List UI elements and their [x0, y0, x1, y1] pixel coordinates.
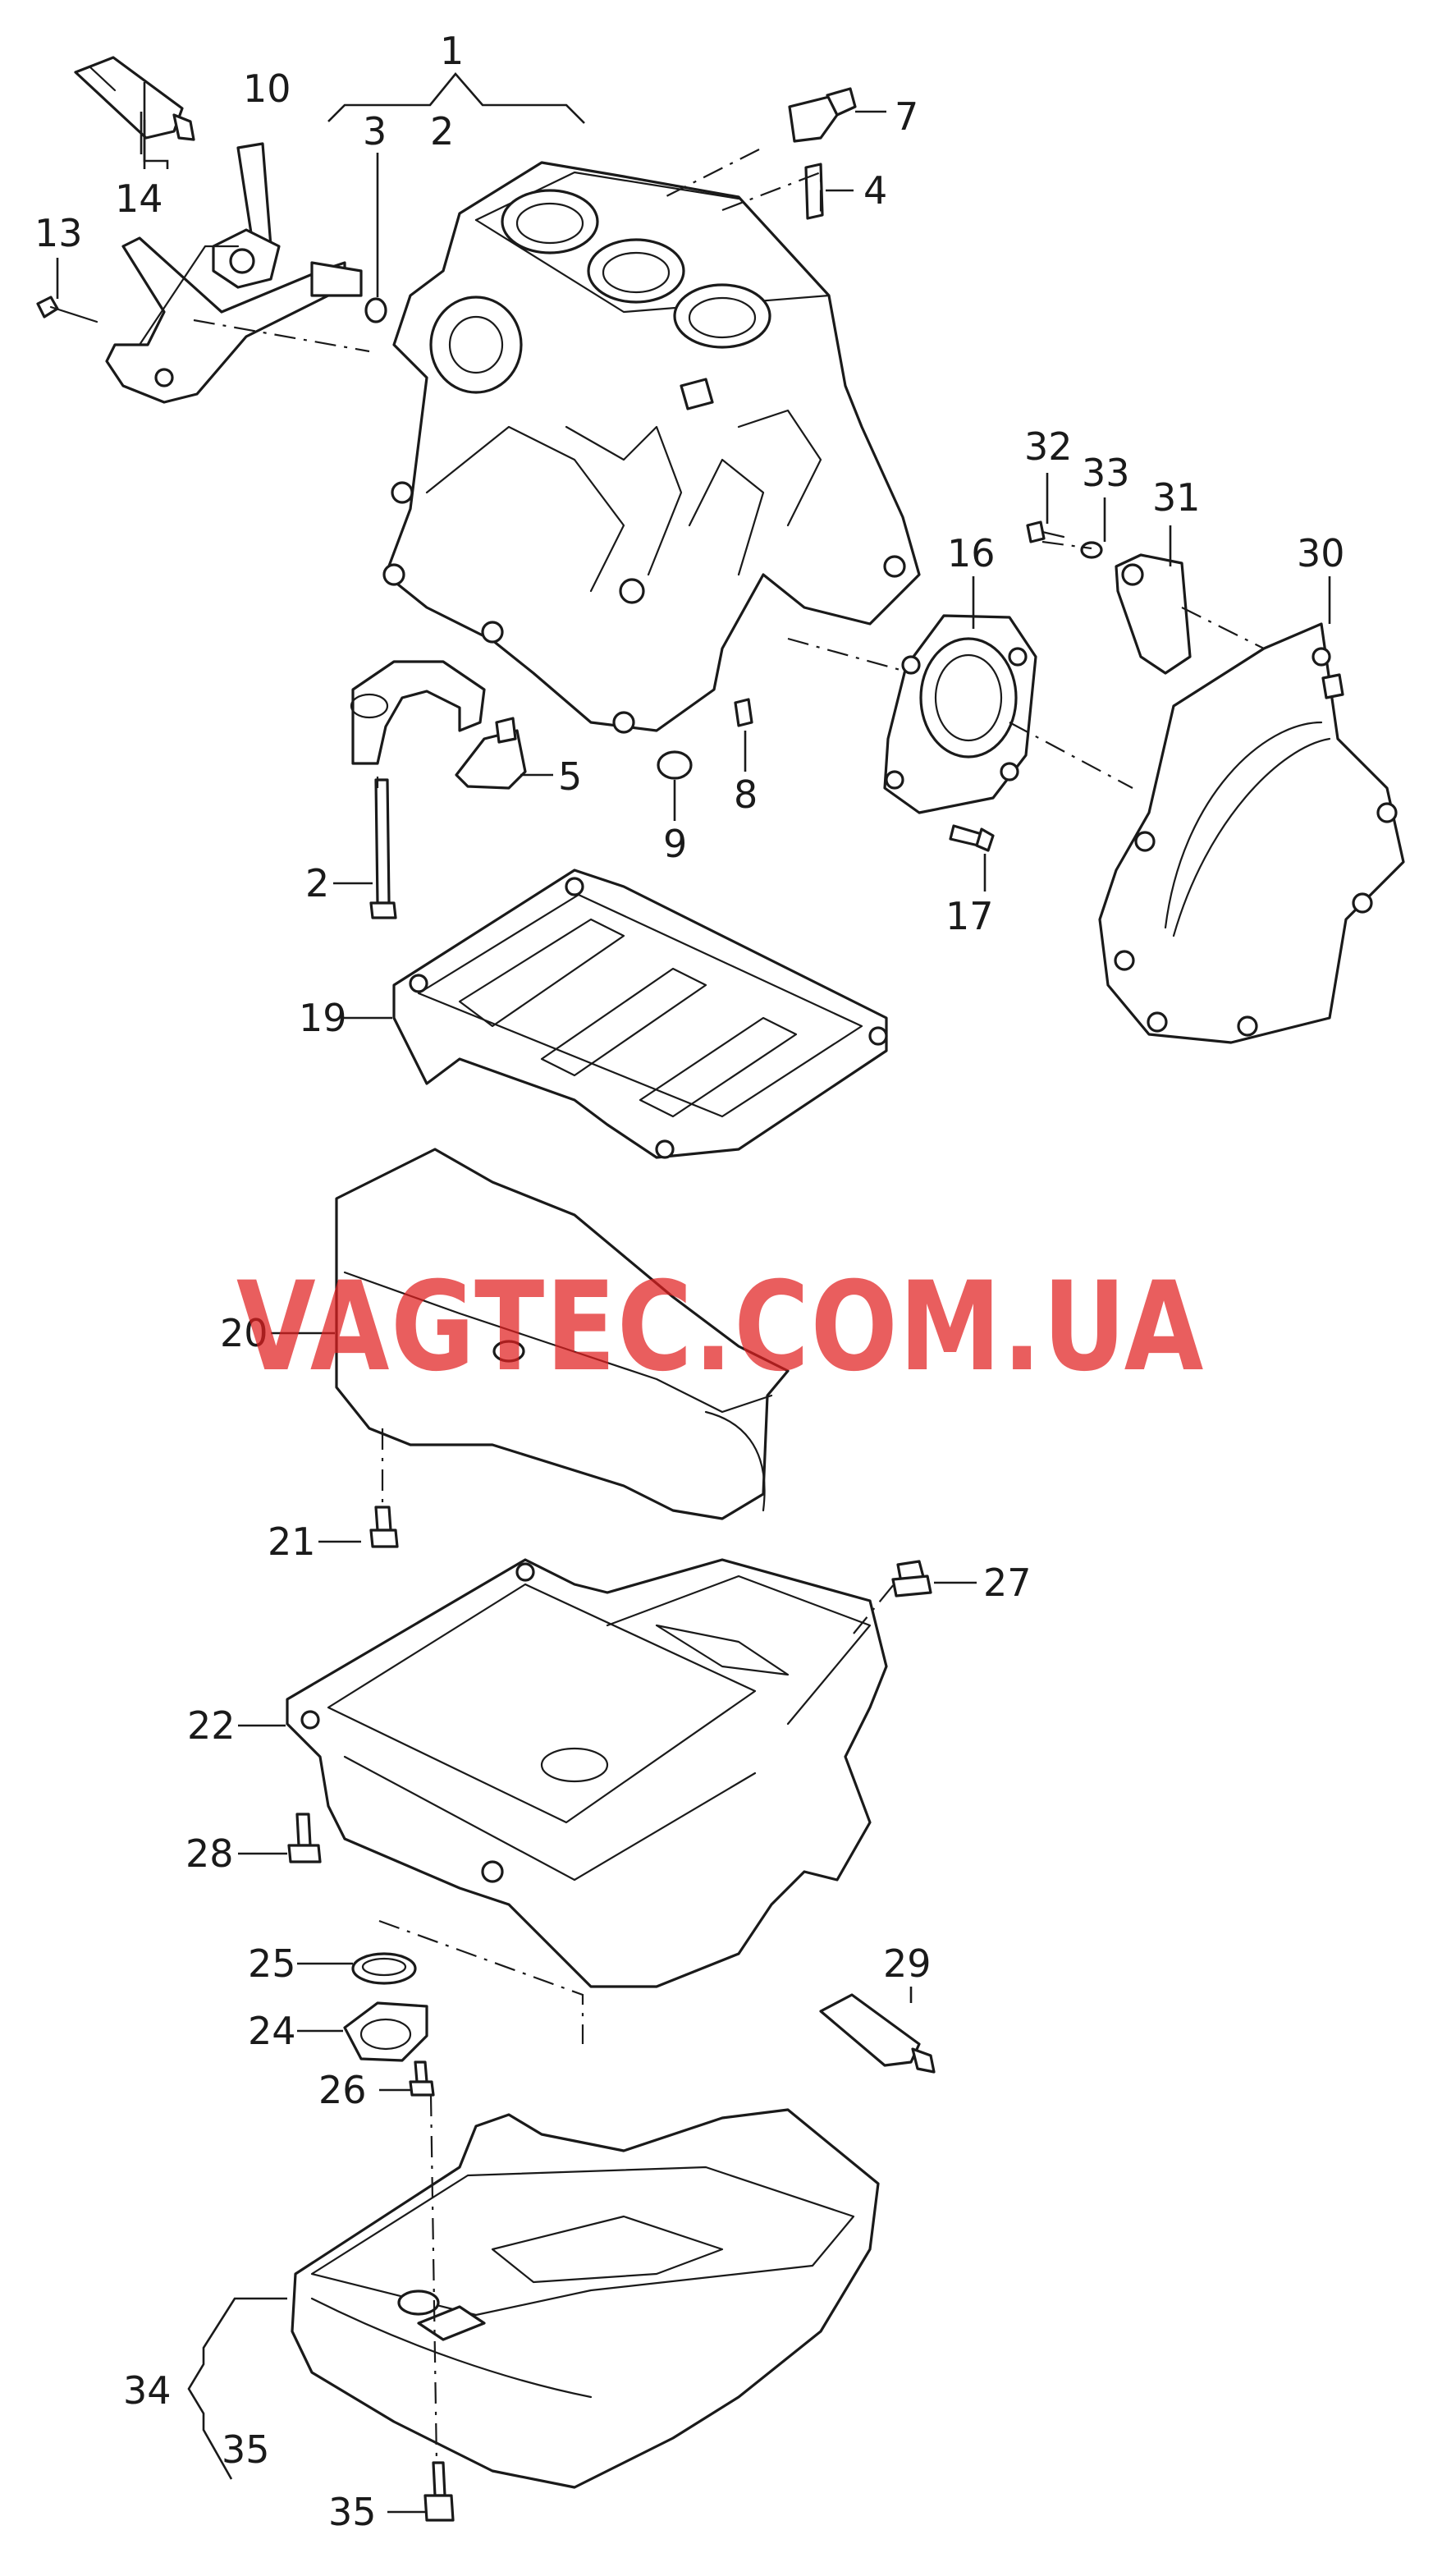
callout-16: 16 — [947, 531, 996, 575]
callout-32: 32 — [1024, 424, 1073, 469]
callout-2-top: 2 — [430, 109, 454, 154]
callout-35-group: 35 — [222, 2427, 270, 2472]
intermediate-plate-30 — [1098, 622, 1405, 1044]
seal-ring-25 — [351, 1952, 417, 1985]
upper-oil-pan-22 — [286, 1558, 888, 1988]
bolt-35 — [423, 2461, 455, 2522]
callout-34: 34 — [123, 2368, 172, 2413]
bolt-26 — [409, 2060, 435, 2097]
callout-26: 26 — [318, 2068, 367, 2112]
dowel-8 — [734, 698, 753, 727]
callout-35: 35 — [328, 2490, 377, 2534]
callout-22: 22 — [187, 1703, 236, 1748]
callout-28: 28 — [185, 1831, 234, 1876]
bolt-7 — [788, 87, 857, 143]
bedplate-19 — [392, 869, 888, 1159]
plug-27 — [891, 1560, 932, 1597]
callout-14: 14 — [115, 176, 163, 221]
bearing-cap-2 — [350, 660, 486, 765]
callout-20: 20 — [220, 1311, 268, 1355]
sealant-tube-29 — [819, 1993, 936, 2074]
callout-5: 5 — [558, 754, 582, 799]
bolt-13 — [36, 296, 98, 323]
sleeve-9 — [657, 750, 693, 780]
callout-1: 1 — [440, 29, 464, 73]
leader-lines — [56, 71, 1331, 2514]
callout-24: 24 — [248, 2009, 296, 2053]
seal-ring-3 — [364, 297, 387, 323]
sealant-tube-14 — [74, 56, 195, 141]
callout-21: 21 — [268, 1519, 316, 1564]
cylinder-block-1 — [382, 161, 921, 734]
callout-25: 25 — [248, 1941, 296, 1986]
callout-4: 4 — [863, 168, 887, 213]
washer-33 — [1080, 541, 1103, 559]
callout-33: 33 — [1082, 451, 1130, 495]
bolt-28 — [287, 1813, 322, 1863]
cover-31 — [1115, 553, 1192, 675]
callout-13: 13 — [34, 211, 83, 255]
flange-24 — [343, 2001, 428, 2062]
dowel-pin-4 — [804, 163, 824, 220]
sealing-flange-16 — [883, 614, 1037, 814]
callout-2-left: 2 — [305, 861, 329, 905]
callout-3: 3 — [363, 109, 387, 154]
callout-8: 8 — [734, 772, 758, 817]
bracket-10 — [105, 142, 363, 404]
bolt-17 — [949, 824, 995, 852]
watermark: VAGTEC.COM.UA — [236, 1256, 1205, 1399]
callout-10: 10 — [243, 66, 291, 111]
callout-31: 31 — [1152, 475, 1201, 520]
baffle-20 — [335, 1148, 790, 1520]
callout-9: 9 — [663, 822, 687, 866]
bolt-2 — [369, 778, 397, 919]
callout-30: 30 — [1297, 531, 1345, 575]
callout-7: 7 — [895, 94, 918, 139]
callout-29: 29 — [883, 1941, 932, 1986]
callout-27: 27 — [983, 1561, 1032, 1605]
bolt-21 — [369, 1506, 399, 1548]
callout-17: 17 — [945, 894, 994, 938]
callout-19: 19 — [299, 996, 347, 1040]
bolt-32 — [1026, 520, 1065, 543]
lower-oil-pan-34 — [291, 2108, 880, 2489]
callout-labels: 1 2 3 10 14 13 7 4 32 33 31 30 16 5 8 9 … — [34, 29, 1345, 2534]
oil-spray-jet-5 — [455, 717, 527, 790]
